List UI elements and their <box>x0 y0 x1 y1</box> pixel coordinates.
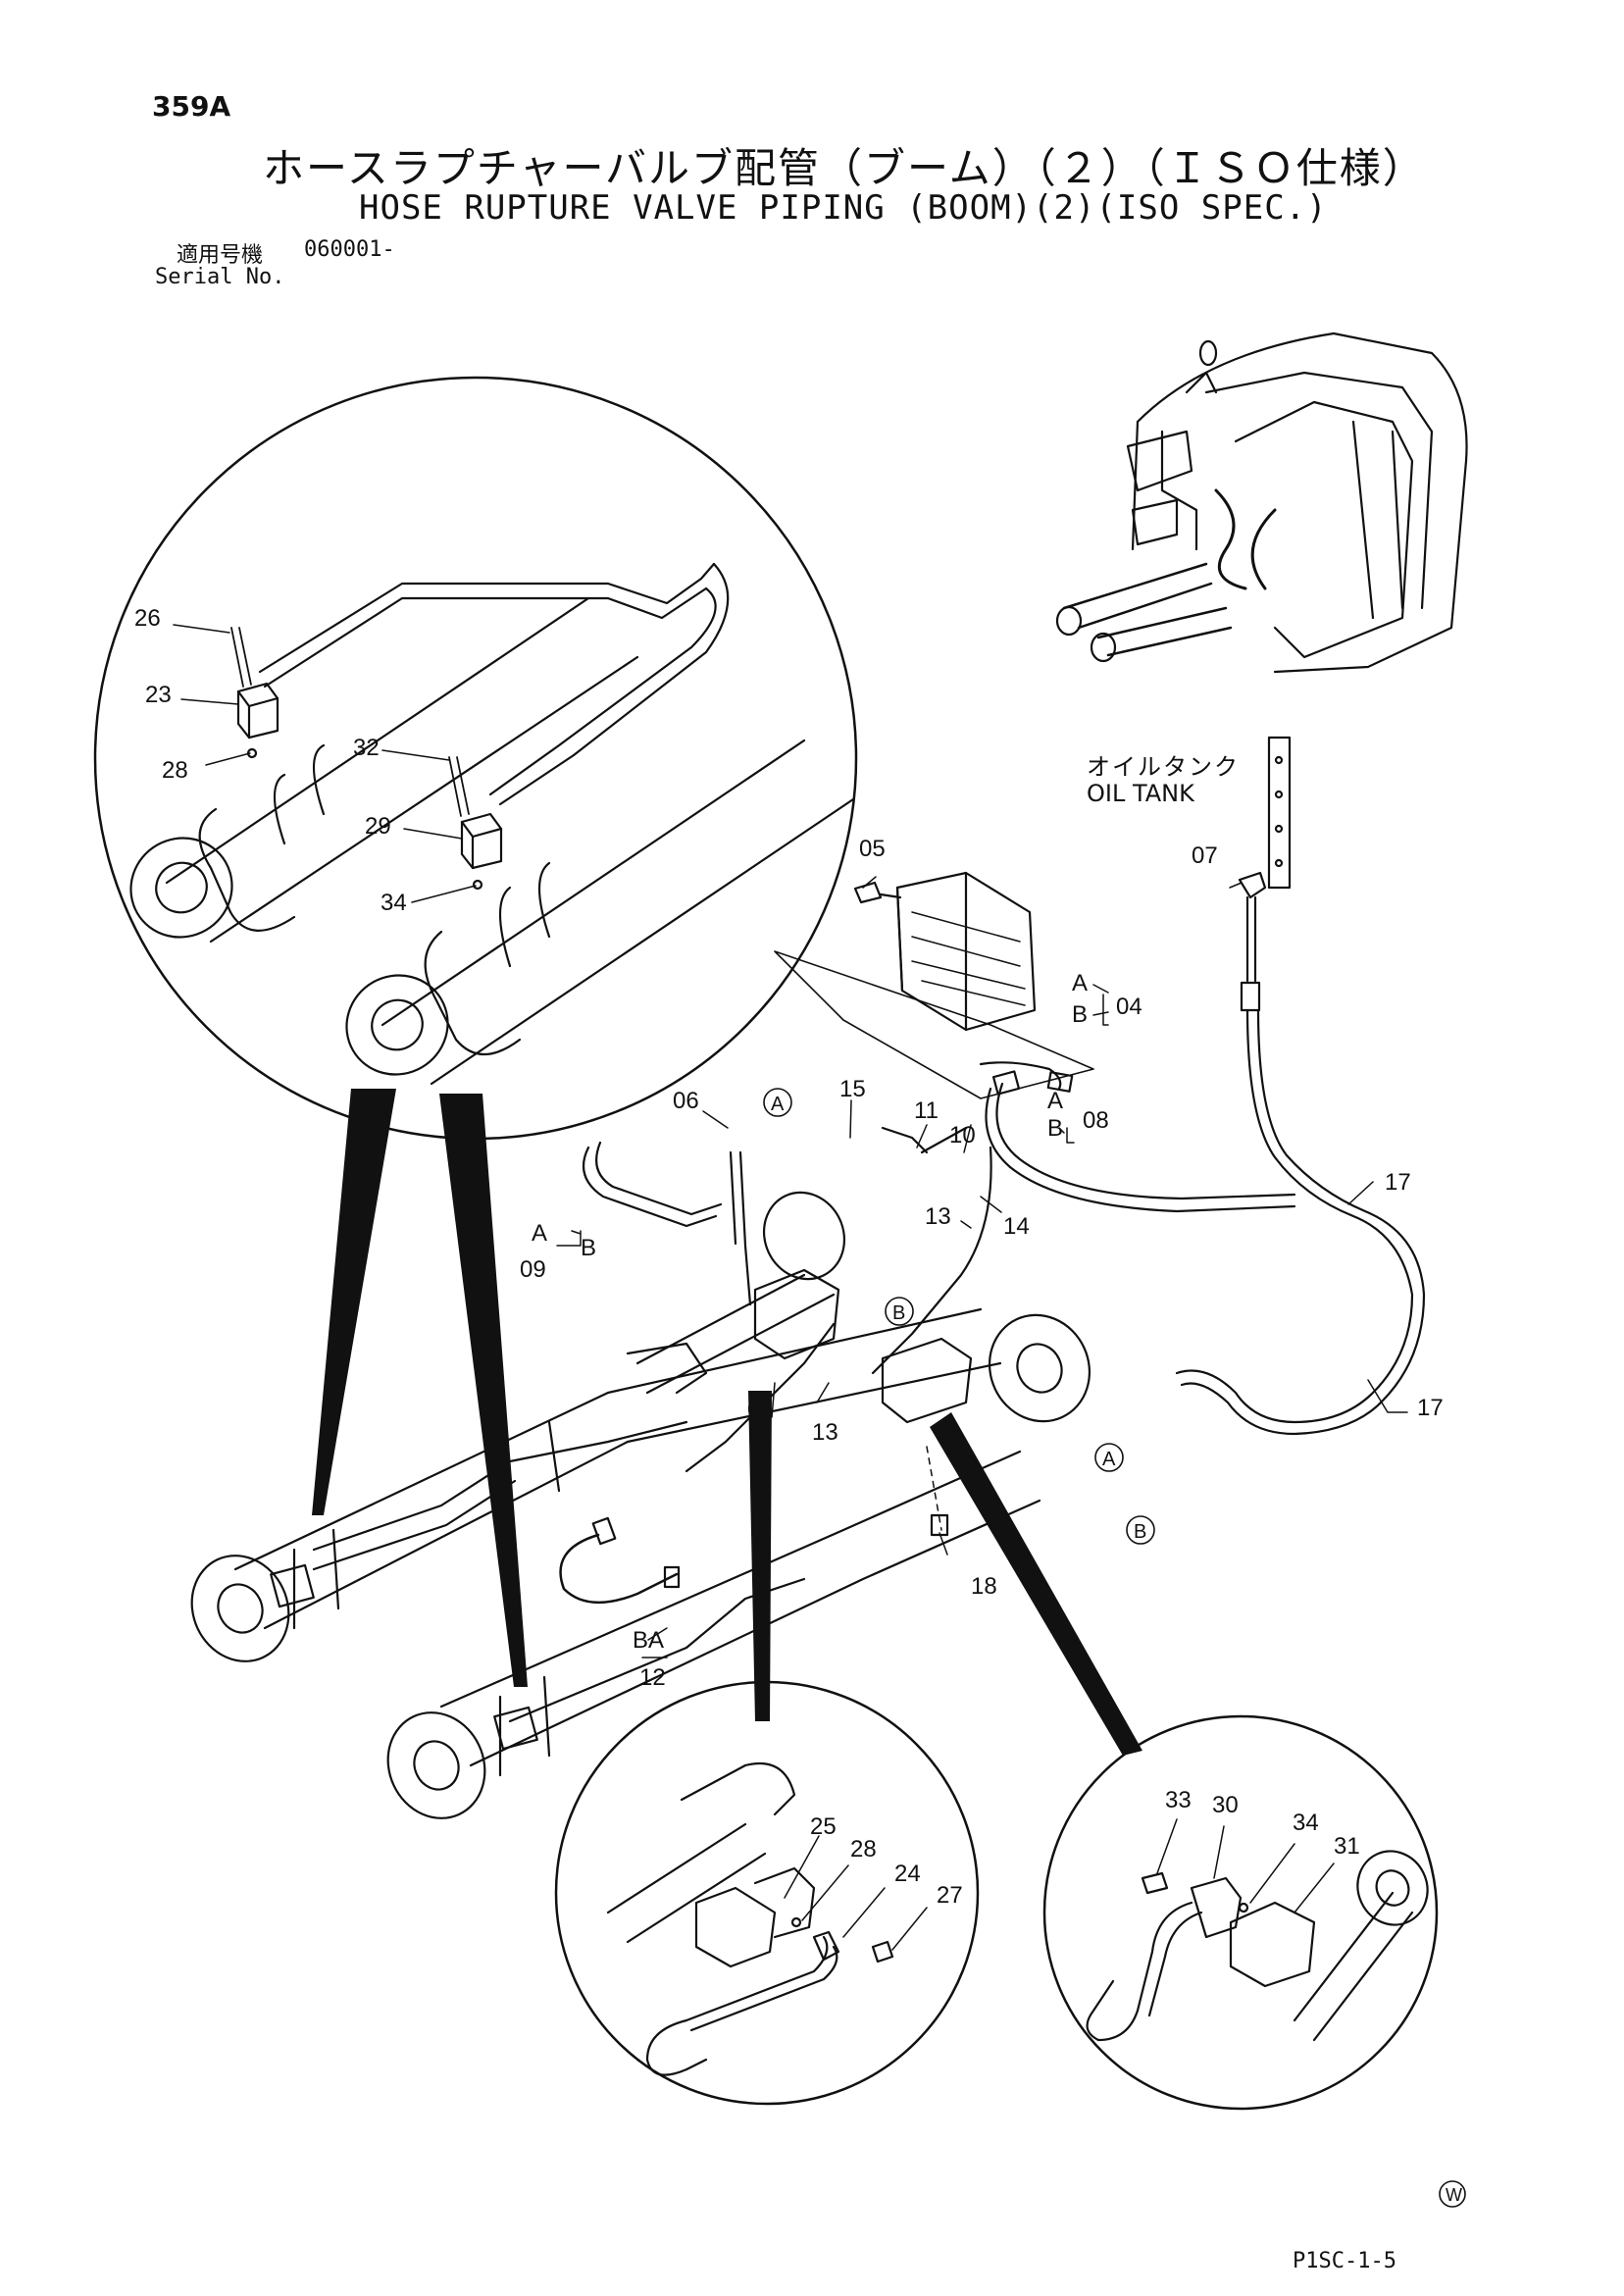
callout-13-lower: 13 <box>812 1419 838 1446</box>
callout-25: 25 <box>810 1813 837 1840</box>
oil-tank-hose <box>1175 736 1426 1436</box>
callout-17: 17 <box>1385 1169 1411 1196</box>
callout-17-lower: 17 <box>1417 1395 1444 1421</box>
callout-09-b: B <box>581 1235 596 1261</box>
title-japanese: ホースラプチャーバルブ配管（ブーム）（２）（ＩＳＯ仕様） <box>263 144 1426 192</box>
mark-a-top: A <box>771 1094 785 1115</box>
callout-18: 18 <box>971 1573 997 1600</box>
serial-value: 060001- <box>304 237 395 262</box>
detail-circle-bottom-right <box>1042 1714 1439 2111</box>
callout-09: 09 <box>520 1256 546 1283</box>
oil-tank-label-english: OIL TANK <box>1087 780 1194 807</box>
control-valve-block <box>774 871 1094 1099</box>
title-english: HOSE RUPTURE VALVE PIPING (BOOM)(2)(ISO … <box>359 188 1328 228</box>
callout-28-lower: 28 <box>850 1836 877 1862</box>
callout-33: 33 <box>1165 1787 1192 1813</box>
callout-08: 08 <box>1083 1107 1109 1134</box>
serial-label-japanese: 適用号機 <box>177 243 264 268</box>
callout-23: 23 <box>145 682 172 708</box>
callout-31: 31 <box>1334 1833 1360 1860</box>
callout-27: 27 <box>937 1882 963 1909</box>
callout-08-b: B <box>1047 1115 1063 1142</box>
callout-15: 15 <box>839 1076 866 1102</box>
callout-26: 26 <box>134 605 161 632</box>
callout-13: 13 <box>925 1203 951 1230</box>
boom-cylinders <box>190 1126 1091 1819</box>
figure-code: P1SC-1-5 <box>1293 2249 1396 2273</box>
leader-lines <box>556 876 1408 1658</box>
callout-29: 29 <box>365 813 391 840</box>
callout-04-a: A <box>1072 970 1088 996</box>
callout-11: 11 <box>914 1097 939 1124</box>
detail-wedges-top <box>312 1089 528 1687</box>
callout-07: 07 <box>1192 842 1218 869</box>
callout-34-lower: 34 <box>1293 1810 1319 1836</box>
mark-b-center: B <box>892 1302 905 1324</box>
oil-tank-label-japanese: オイルタンク <box>1087 753 1240 781</box>
callout-09-a: A <box>532 1220 547 1247</box>
callout-12-ba: BA <box>633 1627 664 1654</box>
detail-circle-bottom-center <box>554 1680 980 2106</box>
hose-08 <box>985 1070 1296 1213</box>
callout-04: 04 <box>1116 994 1142 1020</box>
callout-06-lower: 06 <box>747 1397 774 1423</box>
callout-30: 30 <box>1212 1792 1239 1818</box>
callout-10: 10 <box>949 1122 976 1148</box>
reference-marks <box>763 1088 1466 2208</box>
callout-12: 12 <box>639 1664 666 1691</box>
excavator-illustration <box>1055 332 1468 674</box>
callout-32: 32 <box>353 735 380 761</box>
serial-label-english: Serial No. <box>155 265 285 289</box>
detail-wedges-bottom <box>748 1391 1142 1756</box>
callout-04-b: B <box>1072 1001 1088 1028</box>
callout-08-a: A <box>1047 1088 1063 1114</box>
callout-24: 24 <box>894 1861 921 1887</box>
callout-34: 34 <box>381 890 407 916</box>
detail-circle-top <box>93 376 858 1141</box>
mark-b-right: B <box>1134 1521 1146 1543</box>
callout-05: 05 <box>859 836 886 862</box>
page-number: 359A <box>152 90 231 123</box>
callout-06: 06 <box>673 1088 699 1114</box>
callout-28: 28 <box>162 757 188 784</box>
callout-labels: 26 23 28 32 29 34 05 07 A B 04 A B 08 06… <box>134 605 1462 2205</box>
callout-14: 14 <box>1003 1213 1030 1240</box>
corner-mark: W <box>1446 2185 1462 2205</box>
mark-a-right: A <box>1102 1449 1116 1470</box>
